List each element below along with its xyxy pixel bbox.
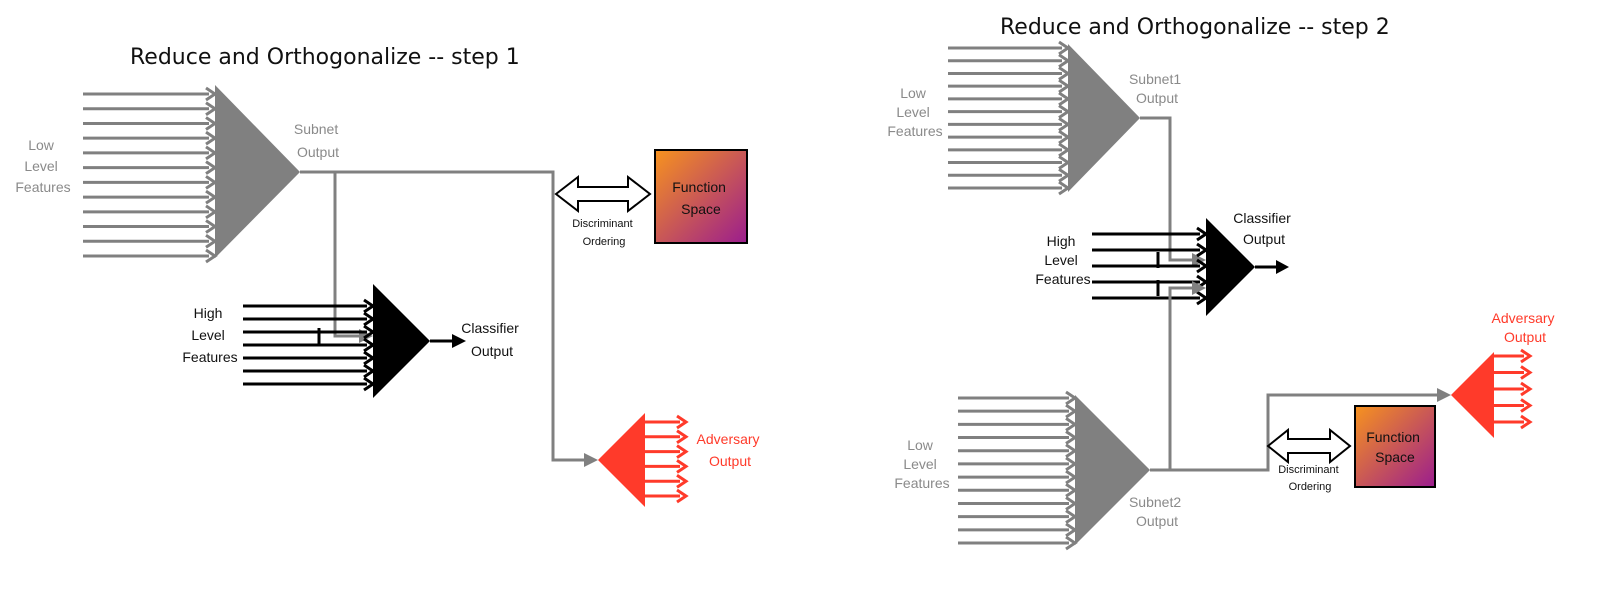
step1-title: Reduce and Orthogonalize -- step 1	[130, 45, 520, 70]
step2-subnet1-output-label: Subnet1 Output	[1129, 71, 1185, 106]
step1-subnet-to-classifier-line	[333, 172, 365, 338]
step1-adv-arrow-2-arrowhead	[676, 444, 689, 459]
step2-title: Reduce and Orthogonalize -- step 2	[1000, 15, 1390, 40]
step2-top-low-features-label: Low Level Features	[887, 85, 942, 139]
step2-discriminant-label: Discriminant Ordering	[1278, 464, 1342, 493]
step2-subnet2-to-classifier-line	[1168, 286, 1198, 470]
step1-adv-arrow-5-arrowhead	[676, 488, 689, 504]
step1-low-features-label: Low Level Features	[15, 137, 70, 195]
step1-high-feature-arrows	[243, 298, 376, 392]
step1-diagram: Reduce and Orthogonalize -- step 1 Low L…	[15, 45, 764, 507]
step2-classifier-triangle	[1206, 218, 1255, 316]
step1-discriminant-double-arrow	[554, 174, 652, 214]
step1-adv-arrow-4-arrowhead	[676, 473, 689, 489]
step2-adv-arrow-2-arrowhead	[1520, 381, 1533, 397]
step2-discriminant-double-arrow	[1266, 427, 1352, 465]
step2-diagram: Reduce and Orthogonalize -- step 2 Low L…	[887, 15, 1559, 551]
step1-adversary-output-label: Adversary Output	[697, 431, 764, 469]
step1-high-features-label: High Level Features	[182, 305, 237, 365]
step1-subnet-triangle	[215, 85, 300, 258]
step1-classifier-output-arrowhead	[452, 334, 466, 348]
step1-adv-arrow-0-arrowhead	[676, 414, 689, 430]
step2-function-space-label: Function Space	[1366, 429, 1424, 465]
step2-bottom-low-features-label: Low Level Features	[894, 437, 949, 491]
step1-adv-arrow-1-arrowhead	[676, 429, 689, 445]
step2-adversary-output-arrows	[1494, 348, 1533, 430]
step2-adv-arrow-3-arrowhead	[1520, 398, 1533, 413]
step1-subnet-output-label: Subnet Output	[294, 121, 342, 160]
step2-adversary-input-arrowhead	[1437, 388, 1451, 402]
step2-function-space-box	[1354, 405, 1436, 488]
step2-adversary-triangle	[1451, 352, 1494, 438]
step1-classifier-output-label: Classifier Output	[461, 320, 522, 359]
step2-subnet2-triangle	[1075, 395, 1150, 545]
step1-adversary-input-arrowhead	[584, 453, 598, 467]
step1-adversary-output-arrows	[645, 414, 689, 504]
step2-high-feature-arrows	[1092, 226, 1209, 306]
step1-adv-arrow-3-arrowhead	[676, 459, 689, 474]
step1-discriminant-label: Discriminant Ordering	[572, 218, 636, 248]
step2-adv-arrow-4-arrowhead	[1520, 414, 1533, 430]
step2-classifier-output-label: Classifier Output	[1233, 210, 1294, 247]
step2-bottom-low-feature-arrows	[958, 390, 1078, 551]
step1-adversary-triangle	[598, 413, 645, 507]
step2-high-features-label: High Level Features	[1035, 233, 1090, 287]
step2-subnet2-to-adversary-line	[1150, 393, 1443, 472]
step2-subnet2-arrowhead	[1192, 281, 1206, 295]
step2-classifier-output-arrowhead	[1276, 260, 1289, 274]
step1-classifier-triangle	[373, 284, 430, 398]
step1-function-space-label: Function Space	[672, 179, 730, 217]
step2-top-low-feature-arrows	[948, 40, 1071, 196]
step1-low-feature-arrows	[83, 86, 218, 264]
step2-adv-arrow-0-arrowhead	[1520, 348, 1533, 364]
step2-adv-arrow-1-arrowhead	[1520, 365, 1533, 380]
step2-adversary-output-label: Adversary Output	[1492, 310, 1559, 345]
step2-subnet2-output-label: Subnet2 Output	[1129, 494, 1185, 529]
step1-subnet-to-adversary-line	[300, 170, 590, 462]
step2-subnet1-to-classifier-line	[1140, 116, 1198, 262]
step2-subnet1-triangle	[1068, 44, 1140, 192]
step1-function-space-box	[654, 149, 748, 244]
